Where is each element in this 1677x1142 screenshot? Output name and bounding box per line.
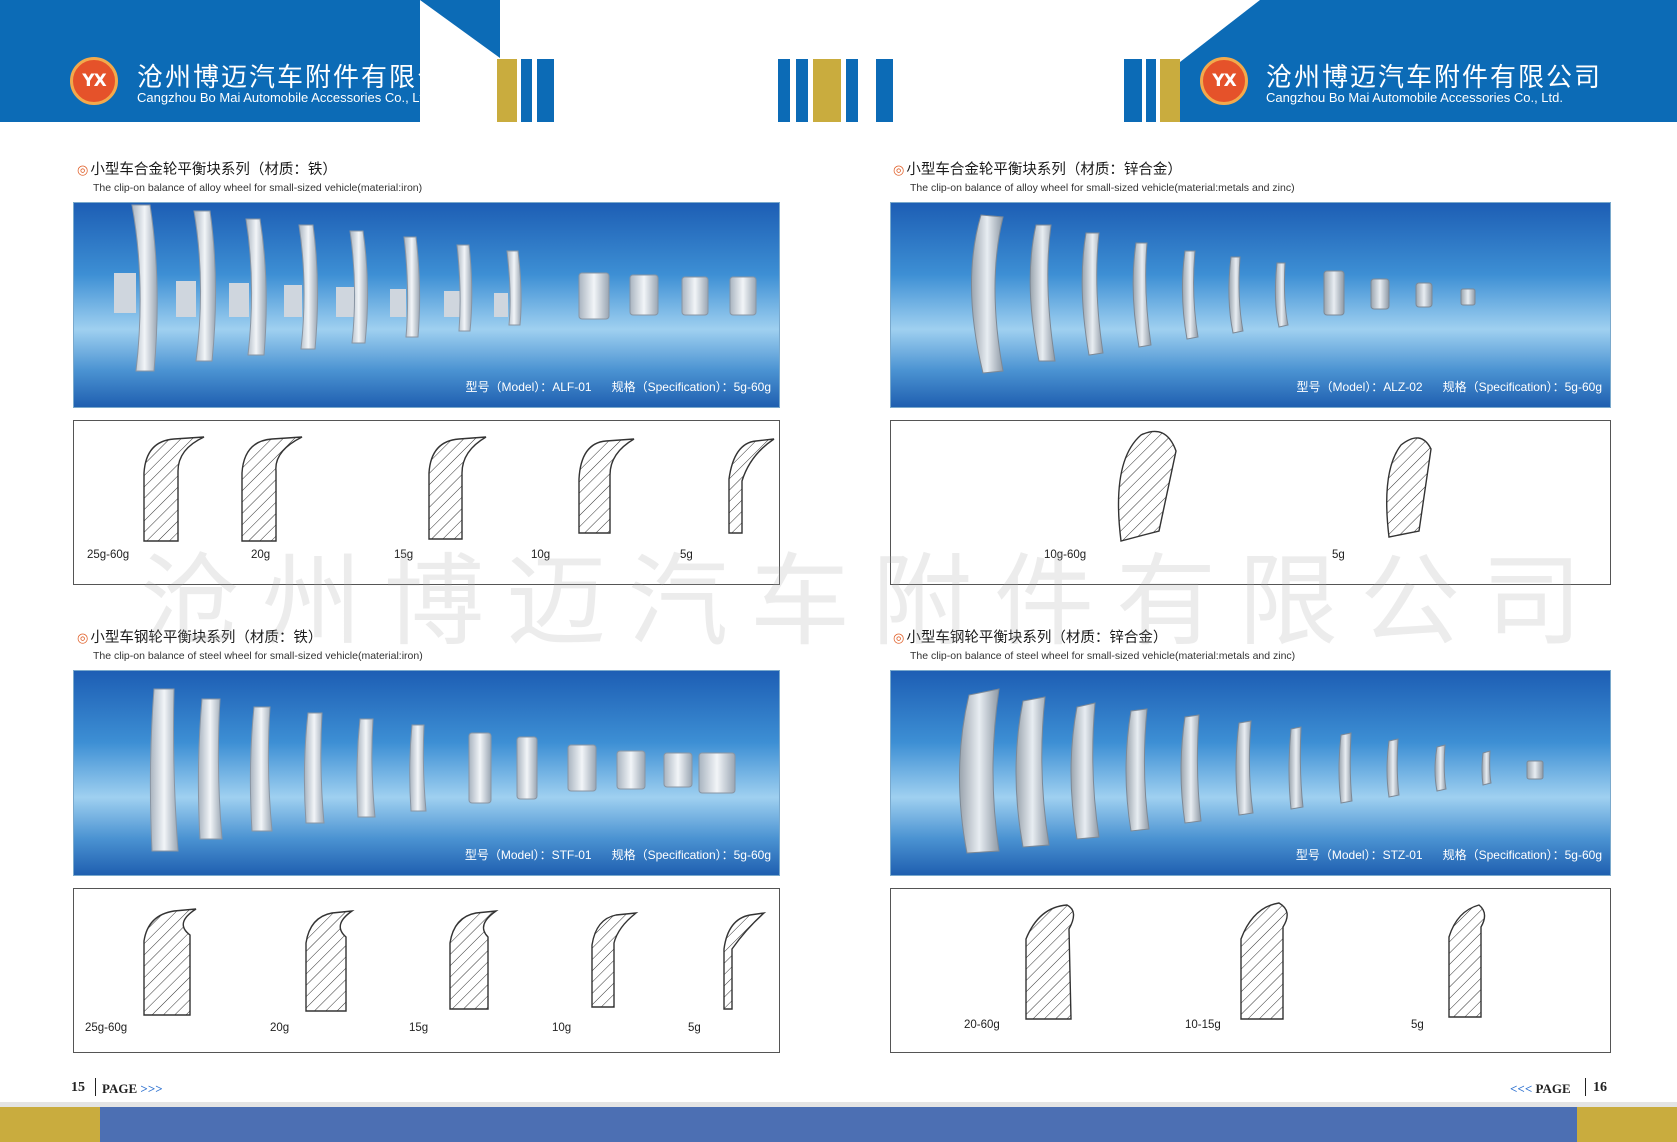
page-number-left: 15 (71, 1080, 85, 1095)
weights-illustration (958, 688, 1544, 854)
weight-range-label: 25g-60g (85, 1022, 128, 1034)
company-logo: YX (70, 57, 118, 105)
weight-range-label: 15g (394, 549, 414, 561)
blue-stripe (1146, 59, 1156, 122)
bullet-icon: ◎ (893, 631, 905, 646)
page-divider (1585, 1078, 1586, 1096)
weight-35 (390, 236, 421, 338)
bullet-icon: ◎ (77, 163, 89, 178)
section-title-en: The clip-on balance of alloy wheel for s… (910, 182, 1295, 194)
cross-section-diagrams (143, 436, 775, 542)
cross-section-diagrams (143, 908, 767, 1016)
section-title-en: The clip-on balance of steel wheel for s… (93, 650, 423, 662)
blue-stripe (846, 59, 858, 122)
cross-section-drawing: 25g-60g 20g 15g 10g 5g (73, 420, 780, 585)
cross-section-diagrams (1117, 430, 1432, 542)
weight-range-label: 5g (688, 1022, 701, 1034)
weight-range-label: 10-15g (1185, 1019, 1221, 1031)
company-name-cn: 沧州博迈汽车附件有限公司 (1266, 63, 1603, 93)
company-logo: YX (1200, 57, 1248, 105)
blue-stripe (778, 59, 790, 122)
blue-stripe (796, 59, 808, 122)
cross-section-drawing: 20-60g 10-15g 5g (890, 888, 1611, 1053)
section-title-en: The clip-on balance of alloy wheel for s… (93, 182, 423, 194)
weight-45 (284, 224, 319, 350)
page-label-left: PAGE >>> (102, 1081, 163, 1096)
section-title-cn: ◎小型车合金轮平衡块系列（材质：铁） (77, 162, 337, 178)
blue-stripe (1124, 59, 1142, 122)
section-title-cn: ◎小型车合金轮平衡块系列（材质：锌合金） (893, 162, 1182, 178)
weight-range-label: 5g (680, 549, 693, 561)
weights-illustration (970, 214, 1476, 374)
weight-range-label: 20g (270, 1022, 290, 1034)
footer-blue-band (100, 1107, 1577, 1142)
weight-range-label: 10g (552, 1022, 572, 1034)
weight-range-label: 10g (531, 549, 551, 561)
gold-stripe (497, 59, 517, 122)
weight-range-label: 25g-60g (87, 549, 130, 561)
page-label-right: <<< PAGE (1510, 1081, 1571, 1096)
footer-gold-right (1577, 1107, 1677, 1142)
footer-rule (0, 1102, 1677, 1107)
blue-stripe (537, 59, 554, 122)
blue-stripe (521, 59, 532, 122)
weight-60 (114, 204, 158, 372)
weight-range-label: 5g (1411, 1019, 1424, 1031)
weight-range-label: 20-60g (964, 1019, 1000, 1031)
weight-15 (629, 274, 659, 316)
weight-range-label: 5g (1332, 549, 1345, 561)
weight-55 (176, 210, 217, 362)
weight-10 (681, 276, 709, 316)
weights-illustration (149, 688, 736, 852)
company-watermark: 沧州博迈汽车附件有限公司 (140, 543, 1604, 660)
page-divider (95, 1078, 96, 1096)
weight-5 (729, 276, 757, 316)
weight-range-label: 15g (409, 1022, 429, 1034)
header-slant-right (1180, 0, 1260, 62)
gold-stripe (1160, 59, 1180, 122)
section-title-cn: ◎小型车钢轮平衡块系列（材质：锌合金） (893, 630, 1168, 646)
bullet-icon: ◎ (77, 631, 89, 646)
company-name-en: Cangzhou Bo Mai Automobile Accessories C… (1266, 90, 1563, 105)
gold-stripe (813, 59, 841, 122)
weight-range-label: 20g (251, 549, 271, 561)
weight-range-label: 10g-60g (1044, 549, 1087, 561)
cross-section-drawing: 10g-60g 5g (890, 420, 1611, 585)
section-title-en: The clip-on balance of steel wheel for s… (910, 650, 1296, 662)
company-name-en: Cangzhou Bo Mai Automobile Accessories C… (137, 90, 434, 105)
weight-40 (336, 230, 369, 344)
page-number-right: 16 (1593, 1080, 1607, 1095)
header-band-right (1180, 0, 1677, 122)
cross-section-drawing: 25g-60g 20g 15g 10g 5g (73, 888, 780, 1053)
header-slant-left (420, 0, 500, 122)
footer-gold-left (0, 1107, 100, 1142)
bullet-icon: ◎ (893, 163, 905, 178)
section-title-cn: ◎小型车钢轮平衡块系列（材质：铁） (77, 630, 323, 646)
weight-30 (444, 244, 473, 332)
weight-20 (578, 272, 610, 320)
cross-section-diagrams (1025, 902, 1486, 1020)
blue-stripe (876, 59, 893, 122)
weight-25 (494, 250, 522, 326)
weights-illustration (114, 204, 757, 372)
company-name-cn: 沧州博迈汽车附件有限公司 (137, 63, 474, 93)
weight-50 (229, 218, 267, 356)
